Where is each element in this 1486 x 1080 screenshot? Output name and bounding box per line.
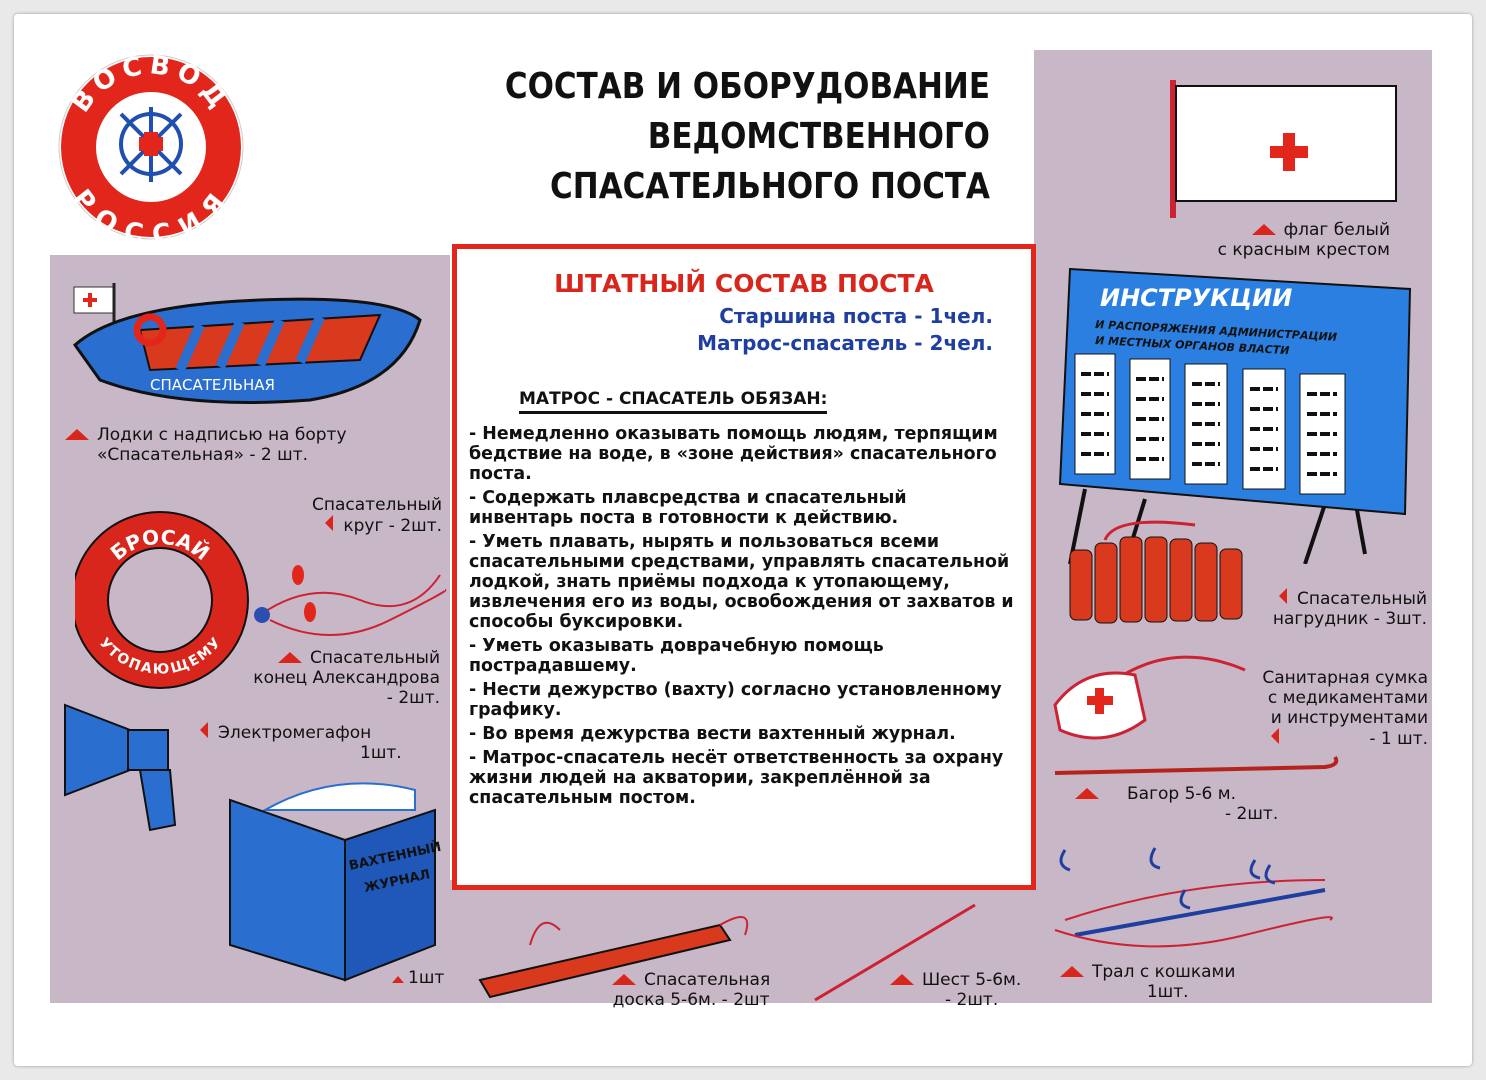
label-text: Спасательная <box>644 970 771 990</box>
marker-triangle-icon <box>612 974 636 985</box>
label-text: 1шт. <box>1146 982 1189 1002</box>
staff-heading: ШТАТНЫЙ СОСТАВ ПОСТА <box>554 269 934 298</box>
duty-item: - Матрос-спасатель несёт ответственность… <box>469 748 1004 808</box>
life-ring-illustration: БРОСАЙ УТОПАЮЩЕМУ <box>75 511 249 689</box>
white-flag-illustration <box>1170 80 1397 218</box>
pole-illustration <box>814 903 976 1002</box>
label-text: нагрудник - 3шт. <box>1272 609 1427 629</box>
marker-triangle-icon <box>890 974 914 985</box>
right-panel <box>1034 50 1432 1003</box>
marker-triangle-icon <box>65 429 89 440</box>
vosvod-logo: ВОСВОД РОССИЯ <box>58 52 244 242</box>
logbook-label: 1шт <box>392 968 444 988</box>
duty-item: - Уметь плавать, нырять и пользоваться в… <box>469 532 1014 632</box>
marker-triangle-icon <box>1271 728 1280 744</box>
marker-triangle-icon <box>1251 224 1276 235</box>
title-line: ВЕДОМСТВЕННОГО <box>647 116 990 157</box>
duties-heading: МАТРОС - СПАСАТЕЛЬ ОБЯЗАН: <box>519 389 828 414</box>
label-text: - 1 шт. <box>1369 729 1428 749</box>
duty-item: - Во время дежурства вести вахтенный жур… <box>469 724 956 744</box>
marker-triangle-icon <box>1060 966 1084 977</box>
label-text: Спасательный <box>1297 589 1427 609</box>
title-line: СОСТАВ И ОБОРУДОВАНИЕ <box>504 66 990 107</box>
label-text: - 2шт. <box>1225 804 1279 824</box>
label-text: доска 5-6м. - 2шт <box>612 990 770 1010</box>
label-text: 1шт. <box>360 743 402 763</box>
title-line: СПАСАТЕЛЬНОГО ПОСТА <box>550 166 990 207</box>
label-text: Багор 5-6 м. <box>1127 784 1237 804</box>
label-text: Санитарная сумка <box>1262 668 1428 688</box>
boat-hook-illustration <box>1054 755 1339 775</box>
rescue-board-illustration <box>478 916 749 999</box>
boat-label: Лодки с надписью на борту«Спасательная» … <box>65 425 347 465</box>
instructions-board-illustration: ИНСТРУКЦИИ И РАСПОРЯЖЕНИЯ АДМИНИСТРАЦИИ … <box>1058 267 1412 564</box>
logbook-illustration: ВАХТЕННЫЙ ЖУРНАЛ <box>229 782 443 982</box>
label-text: и инструментами <box>1270 708 1428 728</box>
trawl-illustration <box>1054 847 1333 948</box>
label-text: - 2шт. <box>386 688 440 708</box>
staff-line: Матрос-спасатель - 2чел. <box>697 331 993 355</box>
duties-list: - Немедленно оказывать помощь людям, тер… <box>469 424 1014 812</box>
life-vest-illustration <box>1069 520 1243 624</box>
label-text: - 2шт. <box>945 990 999 1010</box>
marker-triangle-icon <box>325 515 334 531</box>
label-text: Лодки с надписью на борту <box>97 425 347 445</box>
board-heading: ИНСТРУКЦИИ <box>1100 284 1292 312</box>
label-text: Электромегафон <box>218 723 372 743</box>
label-text: круг - 2шт. <box>343 516 442 536</box>
marker-triangle-icon <box>200 722 208 738</box>
label-text: Спасательный <box>310 648 440 668</box>
duty-item: - Содержать плавсредства и спасательный … <box>469 488 907 528</box>
medical-bag-illustration <box>1053 655 1246 740</box>
marker-triangle-icon <box>1075 788 1099 799</box>
label-text: Трал с кошками <box>1092 962 1236 982</box>
label-text: Спасательный <box>312 495 442 515</box>
label-text: с медикаментами <box>1267 688 1428 708</box>
poster-title: СОСТАВ И ОБОРУДОВАНИЕ ВЕДОМСТВЕННОГО СПА… <box>302 62 990 212</box>
duty-item: - Уметь оказывать доврачебную помощь пос… <box>469 636 884 676</box>
boat-hull-text: СПАСАТЕЛЬНАЯ <box>150 376 275 394</box>
rescue-rope-illustration <box>254 565 447 636</box>
boat-illustration: СПАСАТЕЛЬНАЯ <box>72 283 422 404</box>
duty-item: - Нести дежурство (вахту) согласно устан… <box>469 680 1002 720</box>
label-text: конец Александрова <box>253 668 440 688</box>
staff-line: Старшина поста - 1чел. <box>719 304 993 328</box>
label-text: «Спасательная» - 2 шт. <box>97 445 308 465</box>
marker-triangle-icon <box>1279 588 1287 604</box>
label-text: с красным крестом <box>1217 240 1390 260</box>
boat-hook-label: Багор 5-6 м.- 2шт. <box>1075 784 1278 824</box>
duty-item: - Немедленно оказывать помощь людям, тер… <box>469 424 998 484</box>
label-text: 1шт <box>408 968 445 988</box>
marker-triangle-icon <box>392 976 404 983</box>
label-text: флаг белый <box>1283 220 1390 240</box>
pole-label: Шест 5-6м.- 2шт. <box>890 970 1021 1010</box>
staff-duties-box: ШТАТНЫЙ СОСТАВ ПОСТА Старшина поста - 1ч… <box>452 244 1036 890</box>
marker-triangle-icon <box>278 652 302 663</box>
megaphone-illustration <box>64 703 177 832</box>
label-text: Шест 5-6м. <box>922 970 1022 990</box>
